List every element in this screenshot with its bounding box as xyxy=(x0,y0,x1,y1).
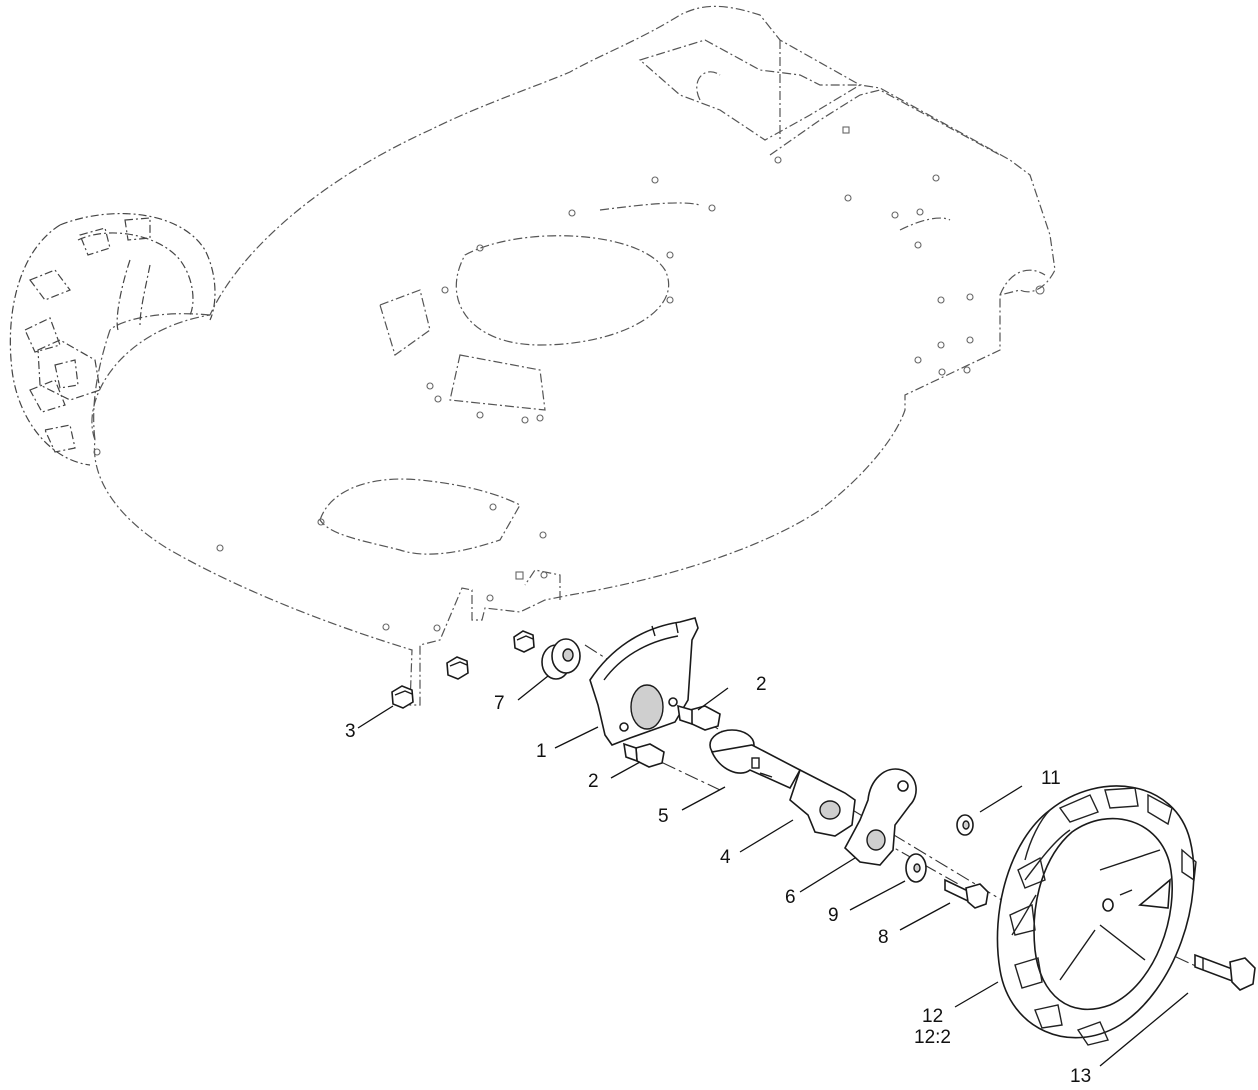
left-wheel-ghost xyxy=(9,212,216,466)
rear-wheel-part-12 xyxy=(996,785,1197,1046)
callout-2-upper: 2 xyxy=(756,674,767,695)
nut-part-3 xyxy=(391,630,535,709)
callout-3: 3 xyxy=(345,721,356,742)
callout-13: 13 xyxy=(1070,1066,1091,1087)
bolt-part-2-lower xyxy=(623,742,665,768)
mower-deck-ghost xyxy=(91,5,1056,706)
leader-lines xyxy=(357,675,1189,1067)
callout-4: 4 xyxy=(720,847,731,868)
adjuster-part-5 xyxy=(709,729,802,790)
pivot-bracket-part-6 xyxy=(844,768,917,866)
callout-1: 1 xyxy=(536,741,547,762)
callout-9: 9 xyxy=(828,905,839,926)
shoulder-bolt-part-13 xyxy=(1194,953,1256,991)
callout-2-lower: 2 xyxy=(588,771,599,792)
arm-part-4 xyxy=(789,768,856,837)
bolt-part-2-upper xyxy=(677,704,721,731)
callout-labels: 7 2 3 1 2 5 4 6 9 8 11 12 12:2 13 xyxy=(345,674,1091,1087)
callout-12-2: 12:2 xyxy=(914,1027,951,1048)
bracket-plate-part-1 xyxy=(589,617,699,746)
bolt-part-8 xyxy=(944,878,989,909)
callout-8: 8 xyxy=(878,927,889,948)
callout-12: 12 xyxy=(922,1006,943,1027)
callout-6: 6 xyxy=(785,887,796,908)
callout-7: 7 xyxy=(494,693,505,714)
callout-5: 5 xyxy=(658,806,669,827)
spacer-part-7 xyxy=(541,638,581,680)
callout-11: 11 xyxy=(1041,768,1061,789)
axis-line-lower xyxy=(639,751,721,791)
washer-part-9 xyxy=(905,853,927,883)
washer-part-11 xyxy=(956,814,974,836)
